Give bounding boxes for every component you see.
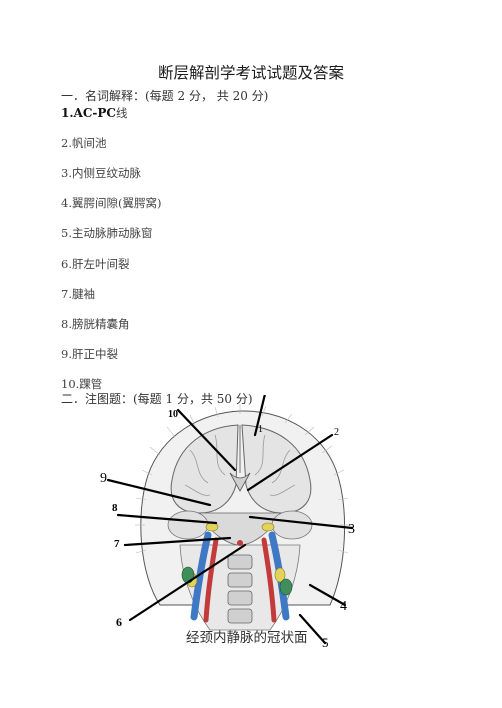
label-7: 7 (114, 538, 120, 550)
label-1: 1 (258, 424, 263, 435)
basilar-artery (237, 540, 243, 546)
scalp-hatching (135, 404, 350, 554)
section-1-heading: 一．名词解释：(每题 2 分， 共 20 分) (61, 89, 269, 103)
figure-caption: 经颈内静脉的冠状面 (186, 630, 308, 646)
vertebral-column (227, 554, 253, 624)
label-4: 4 (340, 599, 347, 614)
list-item: 8.膀胱精囊角 (61, 317, 130, 331)
list-item: 4.翼腭间隙(翼腭窝) (61, 196, 162, 210)
page-title: 断层解剖学考试试题及答案 (157, 64, 344, 82)
right-carotid-artery (261, 537, 277, 623)
right-nerve (261, 522, 275, 532)
list-item: 10.踝管 (61, 377, 103, 391)
left-carotid-artery (203, 537, 219, 623)
left-hemisphere (170, 424, 239, 514)
right-green-structure (279, 578, 293, 596)
ventricle (229, 472, 251, 492)
list-item: 2.帆间池 (61, 136, 107, 150)
label-6: 6 (116, 615, 122, 629)
leader-lines (106, 395, 354, 645)
list-item: 7.腱袖 (61, 287, 95, 301)
right-hemisphere (241, 424, 312, 514)
label-5: 5 (322, 635, 329, 650)
label-8: 8 (112, 502, 118, 514)
list-item: 1.AC-PC线 (61, 105, 127, 121)
list-item: 3.内侧豆纹动脉 (61, 166, 141, 180)
label-9: 9 (100, 471, 107, 486)
right-lower-nerve (274, 567, 286, 583)
label-3: 3 (348, 522, 355, 537)
list-item: 6.肝左叶间裂 (61, 257, 130, 271)
item-prefix: 1.AC-PC (61, 106, 116, 120)
label-2: 2 (334, 427, 339, 438)
left-nerve (205, 522, 219, 532)
list-item: 9.肝正中裂 (61, 347, 118, 361)
anatomy-figure: 10 1 2 9 8 3 7 4 6 5 (100, 395, 355, 650)
list-item: 5.主动脉肺动脉窗 (61, 226, 153, 240)
section-2-heading: 二．注图题：(每题 1 分，共 50 分) (61, 392, 253, 406)
left-temporal-lobe (167, 510, 209, 540)
right-temporal-lobe (271, 510, 313, 540)
label-10: 10 (168, 409, 178, 420)
item-text: 线 (115, 106, 128, 120)
